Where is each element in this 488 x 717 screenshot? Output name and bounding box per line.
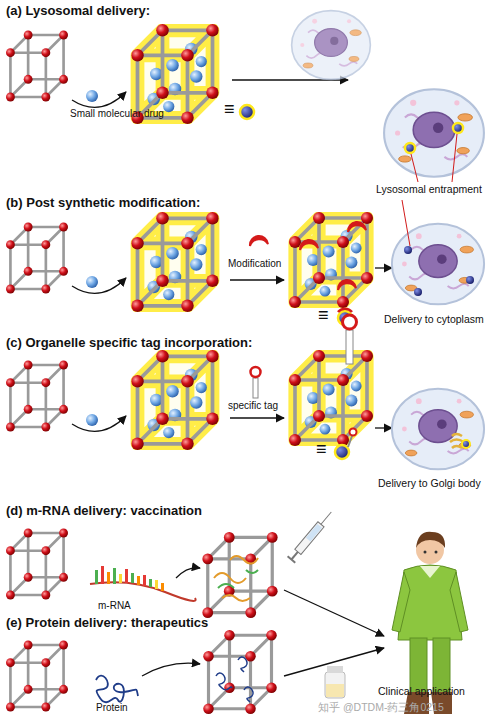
protein xyxy=(216,657,253,702)
reaction-arrow xyxy=(230,279,284,280)
mrna-strand xyxy=(90,566,196,601)
framework-cube xyxy=(6,641,68,712)
modified-framework xyxy=(289,212,373,308)
mrna-strand xyxy=(218,570,258,588)
drug-particle xyxy=(240,105,254,119)
section-heading: (a) Lysosomal delivery: xyxy=(6,4,150,18)
delivery-arrow xyxy=(375,267,392,268)
equivalence-sign: ≡ xyxy=(318,306,329,326)
vial xyxy=(325,666,345,698)
specific-tag xyxy=(251,367,261,398)
equivalence-sign: ≡ xyxy=(316,440,327,460)
application-arrow xyxy=(284,590,384,636)
framework-cube xyxy=(6,223,68,294)
specific-tag xyxy=(343,315,357,364)
cytoplasm-particle xyxy=(404,246,474,296)
modifier xyxy=(338,309,352,312)
callout-label: Delivery to Golgi body xyxy=(378,478,481,490)
framework-cube xyxy=(202,532,277,618)
leader-line xyxy=(402,200,410,246)
step-label: specific tag xyxy=(228,400,278,411)
loading-arrow xyxy=(72,278,126,293)
application-arrow xyxy=(284,648,384,676)
step-label: Modification xyxy=(228,258,281,269)
loading-arrow xyxy=(72,416,126,431)
section-heading: (e) Protein delivery: therapeutics xyxy=(6,616,208,630)
callout-label: Delivery to cytoplasm xyxy=(384,314,484,326)
tagged-framework xyxy=(289,350,373,446)
drug-particle xyxy=(335,445,349,459)
watermark: 知乎 @DTDM-药三角0215 xyxy=(318,702,444,714)
callout-label: Lysosomal entrapment xyxy=(376,184,482,196)
framework-cube xyxy=(6,361,68,432)
target-cell xyxy=(292,11,371,80)
framework-cube xyxy=(6,31,68,102)
loading-arrow xyxy=(72,92,126,107)
loading-arrow xyxy=(176,568,200,578)
drug-molecule xyxy=(86,90,98,102)
drug-molecule xyxy=(86,276,98,288)
section-heading: (b) Post synthetic modification: xyxy=(6,196,200,210)
mrna-strand xyxy=(214,556,258,601)
part-label: Protein xyxy=(96,702,128,713)
drug-particle xyxy=(462,440,470,448)
modifier xyxy=(300,222,366,290)
target-cell xyxy=(392,389,484,470)
loading-arrow xyxy=(142,663,200,676)
target-cell xyxy=(384,89,484,176)
framework-cube xyxy=(6,529,68,600)
section-heading: (d) m-RNA delivery: vaccination xyxy=(6,504,202,518)
delivery-arrow xyxy=(375,427,392,428)
target-cell xyxy=(392,224,484,305)
syringe xyxy=(288,509,336,563)
modifier xyxy=(250,236,268,246)
leader-line xyxy=(411,134,457,182)
callout-label: Clinical application xyxy=(378,686,465,698)
section-heading: (c) Organelle specific tag incorporation… xyxy=(6,336,252,350)
lysosome xyxy=(405,123,463,153)
drug-molecule xyxy=(86,414,98,426)
part-label: Small molecular drug xyxy=(70,108,164,119)
reaction-arrow xyxy=(230,417,284,418)
framework-cube xyxy=(203,630,277,714)
loaded-framework xyxy=(131,212,219,312)
part-label: m-RNA xyxy=(98,600,131,611)
specific-tag xyxy=(348,429,357,448)
protein xyxy=(96,676,138,703)
equivalence-sign: ≡ xyxy=(224,100,235,120)
loaded-framework xyxy=(131,350,219,450)
